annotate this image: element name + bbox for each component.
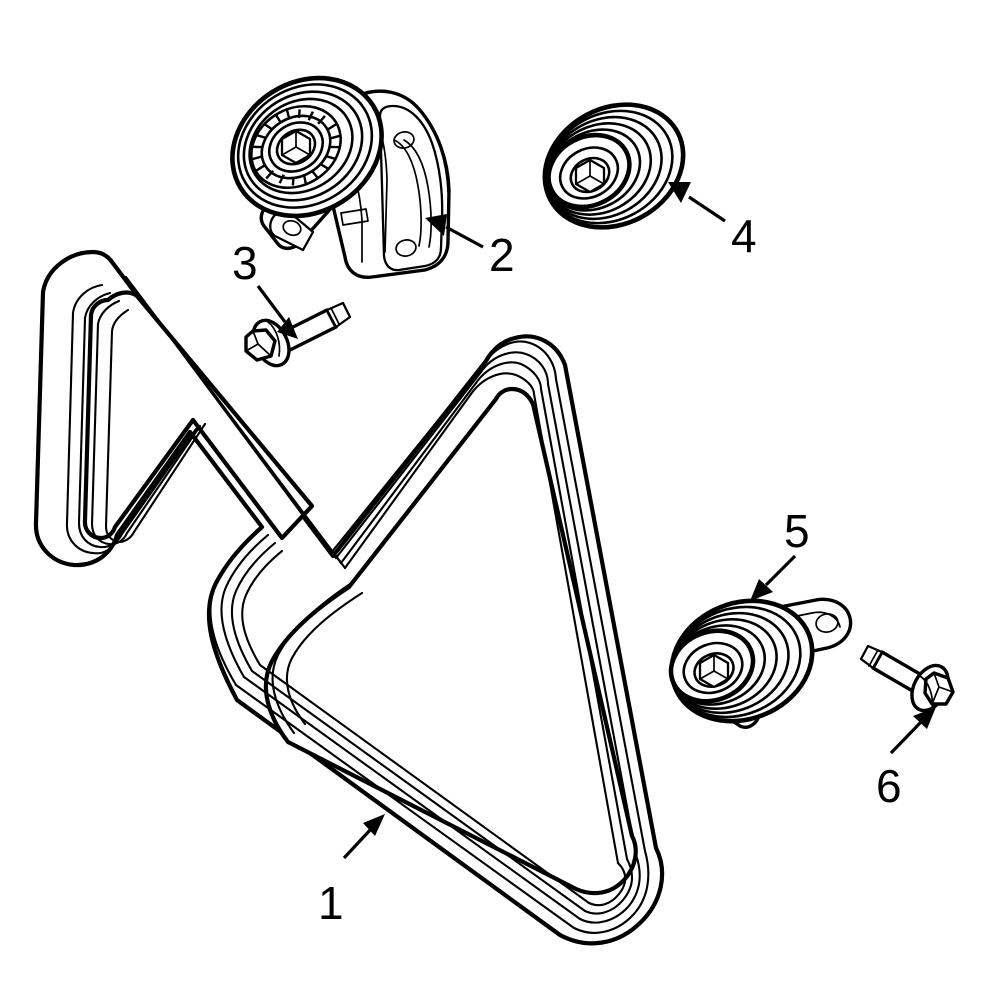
idler5-bracket-edge [751,611,841,628]
tensioner-pulley-serrations [250,104,342,190]
belt-ribs-left-lower [91,422,207,555]
idler4-hub-ring-2 [569,156,611,194]
leader-2 [425,214,484,249]
belt-ribs-left [65,283,130,555]
belt-ribs-right [532,377,647,865]
idler-pulley-bolt [859,644,955,713]
bolt6-flange-inner [919,675,934,711]
arrowhead-1 [363,814,385,836]
tensioner-bolt [244,301,352,368]
arrowhead-5 [750,579,773,601]
belt-ribs-inner-edges [271,580,364,735]
belt-ribs-upper-diagonal [124,275,347,570]
tensioner-boss-hole-lower [395,239,417,257]
leader-1 [342,814,385,860]
callout-label-2: 2 [489,229,515,281]
idler-pulley-upper [542,102,686,230]
idler-pulley-lower-with-bracket [668,597,853,729]
leader-5 [750,554,797,601]
bolt3-hex-edge-b [245,343,259,352]
callout-leaders [256,182,936,860]
tensioner-front-window [340,208,369,226]
tensioner-hex-face-b [281,146,297,156]
belt-ribs-inner-v [329,359,488,570]
belt-inner-outline [82,290,315,541]
tensioner-foot-hole [282,219,302,237]
idler5-hub-ring-1 [682,641,744,695]
callout-label-1: 1 [318,877,344,929]
tensioner-hub-ring-2 [275,128,317,166]
leader-4 [668,182,726,223]
callout-label-4: 4 [731,210,757,262]
bolt6-tip-line [868,649,879,667]
idler5-hex-face-b [699,670,715,680]
belt-ribs-bottom [209,525,591,930]
arrowhead-2 [425,214,447,236]
bolt3-flange-inner [267,321,281,357]
idler4-hex-face-b [575,175,591,185]
idler4-hub-ring-1 [558,146,620,200]
belt-ribs-bottom-right-corner [572,849,650,934]
callout-label-6: 6 [876,760,902,812]
leader-3 [256,285,298,339]
callout-label-5: 5 [784,505,810,557]
tensioner-hub-ring-1 [268,121,324,173]
tensioner-pulley-rim-2 [242,90,364,202]
serpentine-belt-group [33,249,665,946]
tensioner-relief-slot-2 [403,139,432,248]
arrowhead-6 [913,707,936,729]
tensioner-pulley-rim-3 [248,97,354,195]
bolt3-tip-line [330,307,340,325]
arrowhead-3 [277,317,298,339]
leader-6 [889,707,936,755]
tensioner-contour-c [423,114,449,193]
arrowhead-4 [668,182,691,203]
callout-label-3: 3 [232,237,258,289]
belt-ribs-apex [469,340,558,396]
tensioner-pulley [230,75,384,219]
bolt3-tip [325,301,352,329]
belt-tensioner-assembly [230,75,451,279]
tensioner-pulley-rim-1 [236,83,374,209]
tensioner-boss-hole-upper [393,131,415,149]
